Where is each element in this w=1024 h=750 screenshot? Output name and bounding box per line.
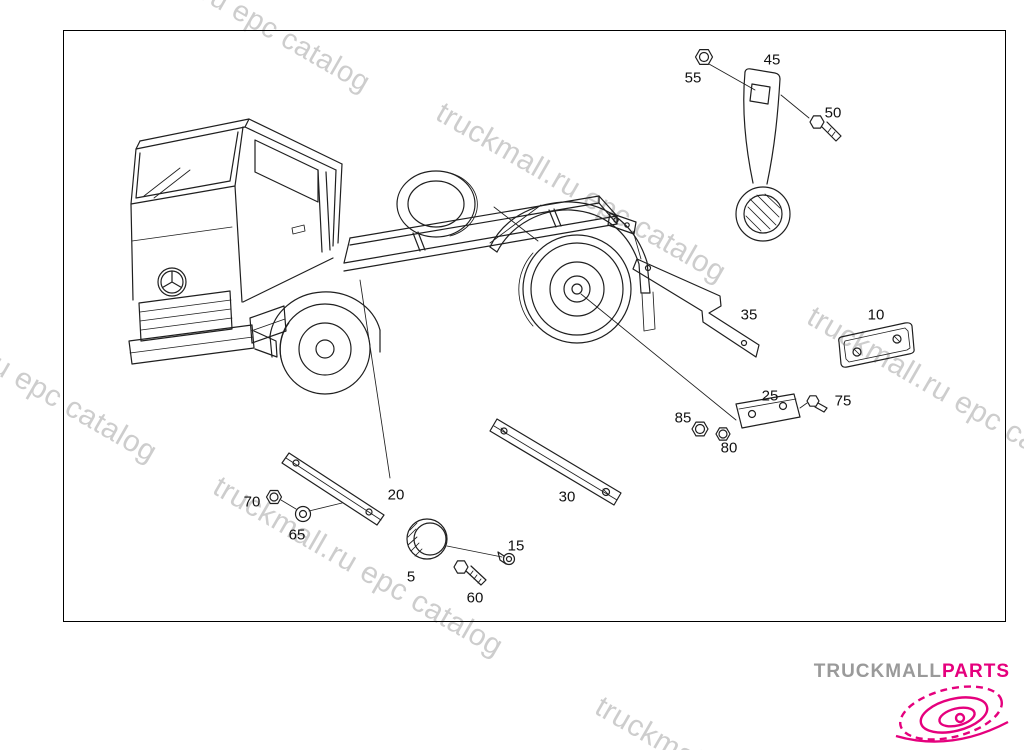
part-10-reflector	[838, 322, 915, 368]
brand-logo: TRUCKMALLPARTS	[814, 661, 1010, 683]
reflector-hatch	[745, 193, 781, 232]
part-callout-85: 85	[674, 409, 692, 427]
part-30-bar	[489, 418, 622, 506]
part-callout-25: 25	[761, 387, 779, 405]
part-5-round-reflector	[406, 518, 448, 560]
part-callout-65: 65	[288, 526, 306, 544]
brand-parts: PARTS	[942, 661, 1010, 682]
part-50-bolt	[809, 115, 842, 142]
part-75-bolt	[806, 395, 828, 413]
leader-lines	[280, 63, 810, 558]
part-callout-30: 30	[558, 488, 576, 506]
part-callout-45: 45	[763, 51, 781, 69]
part-callout-55: 55	[684, 69, 702, 87]
part-callout-75: 75	[834, 392, 852, 410]
truck-cab-drawing	[128, 118, 381, 365]
part-65-washer	[294, 505, 312, 523]
part-callout-80: 80	[720, 439, 738, 457]
rear-fender	[489, 201, 656, 332]
front-wheel	[279, 303, 371, 395]
part-callout-60: 60	[466, 589, 484, 607]
part-callout-70: 70	[243, 493, 261, 511]
brand-swirl-icon	[895, 685, 1009, 743]
part-70-nut	[265, 489, 283, 505]
rear-wheel	[518, 234, 632, 344]
spare-drum	[396, 170, 478, 238]
part-callout-35: 35	[740, 306, 758, 324]
part-80-nut	[715, 427, 731, 441]
part-callout-10: 10	[867, 306, 885, 324]
part-85-nut	[691, 421, 709, 437]
part-45-reflector-bracket	[735, 68, 791, 242]
part-35-bracket	[632, 258, 760, 358]
brand-truckmall: TRUCKMALL	[813, 661, 943, 682]
mercedes-star-icon	[160, 270, 184, 294]
part-25-bracket	[735, 393, 801, 429]
part-callout-20: 20	[387, 486, 405, 504]
part-callout-15: 15	[507, 537, 525, 555]
part-20-strip	[281, 452, 385, 526]
part-55-nut	[694, 48, 714, 66]
part-callout-50: 50	[824, 104, 842, 122]
diagram-border	[63, 30, 1006, 622]
part-60-bolt	[453, 560, 487, 586]
part-15-pin	[497, 551, 516, 566]
part-callout-5: 5	[406, 568, 416, 586]
